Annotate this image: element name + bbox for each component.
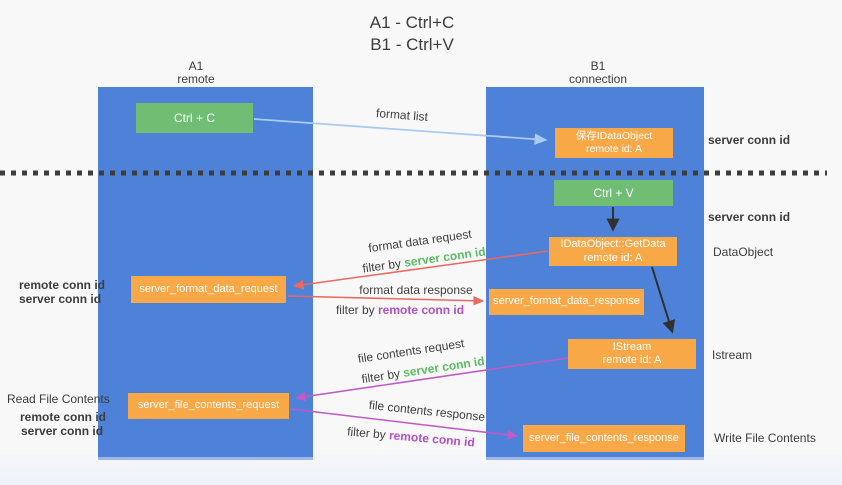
node-getdata-line2: remote id: A xyxy=(583,251,643,264)
side-label-read-file-contents: Read File Contents xyxy=(7,392,110,406)
node-ctrl-c-label: Ctrl + C xyxy=(173,111,215,125)
node-format-response-label: server_format_data_response xyxy=(493,295,640,308)
node-istream-line1: IStream xyxy=(612,340,652,353)
diagram-title: A1 - Ctrl+C B1 - Ctrl+V xyxy=(370,12,455,56)
side-label-server-conn-id-left-1: server conn id xyxy=(19,292,102,306)
side-label-write-file-contents: Write File Contents xyxy=(714,431,816,445)
node-save-dataobject: 保存IDataObject remote id: A xyxy=(555,128,673,158)
node-save-dataobject-line2: remote id: A xyxy=(585,143,643,155)
node-istream-line2: remote id: A xyxy=(602,354,662,366)
node-file-request-label: server_file_contents_request xyxy=(137,399,280,412)
node-ctrl-c: Ctrl + C xyxy=(136,103,253,133)
lane-b-role: connection xyxy=(568,72,628,86)
node-save-dataobject-line1: 保存IDataObject xyxy=(575,129,653,142)
side-label-server-conn-id-top: server conn id xyxy=(708,133,791,147)
node-getdata-line1: IDataObject::GetData xyxy=(560,238,666,250)
label-format-list: format list xyxy=(375,105,429,125)
lane-a-role: remote xyxy=(177,72,215,86)
node-idataobject-getdata: IDataObject::GetData remote id: A xyxy=(549,237,677,266)
title-line-1: A1 - Ctrl+C xyxy=(369,13,455,32)
lane-b-header: B1 connection xyxy=(569,60,627,86)
lane-a-header: A1 remote xyxy=(177,60,214,86)
label-filter-by-remote-conn-id-1: filter by remote conn id xyxy=(335,303,465,317)
label-file-contents-response: file contents response xyxy=(368,397,486,425)
node-file-response-label: server_file_contents_response xyxy=(529,431,679,444)
label-format-data-response: format data response xyxy=(359,283,473,297)
node-server-format-data-request: server_format_data_request xyxy=(131,276,286,303)
lane-a-id: A1 xyxy=(188,59,204,73)
title-line-2: B1 - Ctrl+V xyxy=(370,35,454,54)
side-label-dataobject: DataObject xyxy=(713,245,774,259)
node-ctrl-v: Ctrl + V xyxy=(554,180,673,206)
node-ctrl-v-label: Ctrl + V xyxy=(593,186,634,200)
side-label-remote-conn-id-1: remote conn id xyxy=(19,278,106,292)
node-istream: IStream remote id: A xyxy=(568,339,696,369)
side-label-server-conn-id-left-2: server conn id xyxy=(21,424,104,438)
side-label-server-conn-id-mid: server conn id xyxy=(708,210,791,224)
node-server-format-data-response: server_format_data_response xyxy=(489,289,644,315)
node-server-file-contents-request: server_file_contents_request xyxy=(128,393,289,419)
lane-b-id: B1 xyxy=(590,59,606,73)
side-label-remote-conn-id-2: remote conn id xyxy=(20,410,107,424)
side-label-istream: Istream xyxy=(712,348,753,362)
label-filter-by-remote-conn-id-2: filter by remote conn id xyxy=(346,424,476,450)
node-server-file-contents-response: server_file_contents_response xyxy=(523,425,685,452)
node-format-request-label: server_format_data_request xyxy=(139,282,278,295)
